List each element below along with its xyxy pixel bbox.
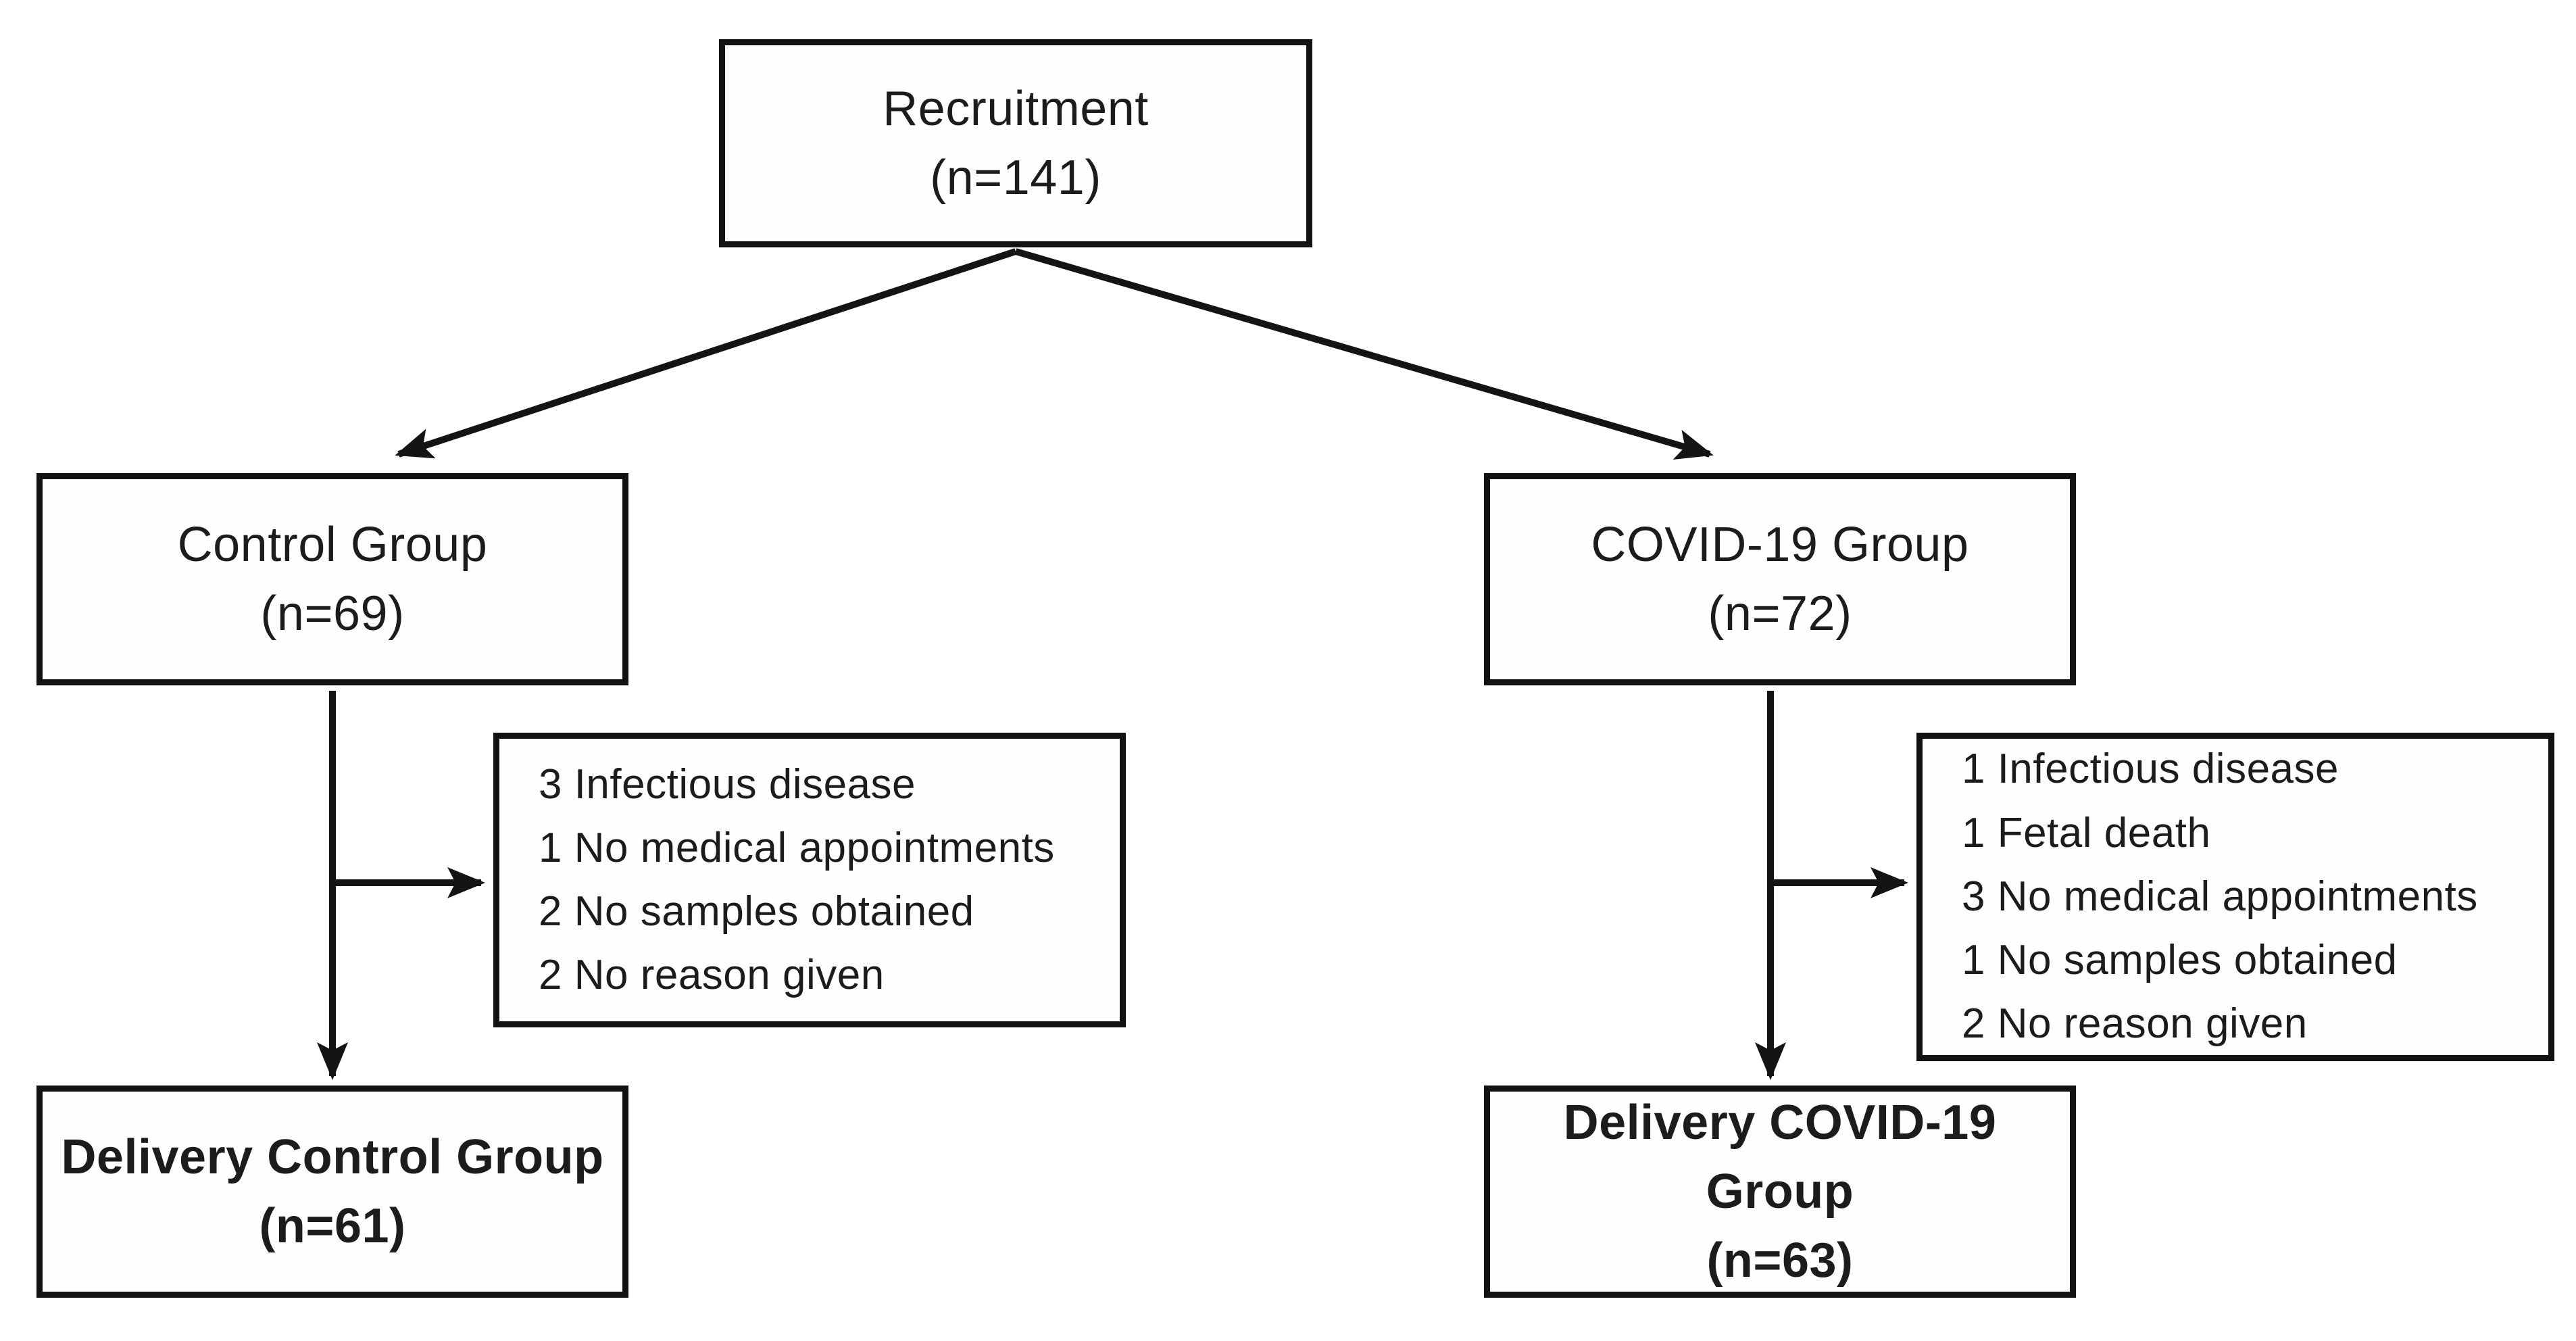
arrow-recruitment-to-covid xyxy=(1014,248,1714,460)
exclusion-item: 3 Infectious disease xyxy=(539,760,916,808)
exclusion-item: 1 Infectious disease xyxy=(1962,746,2339,793)
covid-exclusions-box: 1 Infectious disease 1 Fetal death 3 No … xyxy=(1916,733,2554,1061)
delivery-control-count: (n=61) xyxy=(259,1199,406,1253)
delivery-covid-count: (n=63) xyxy=(1706,1234,1854,1288)
covid-group-count: (n=72) xyxy=(1708,587,1852,641)
delivery-control-group-box: Delivery Control Group (n=61) xyxy=(36,1086,628,1298)
control-exclusions-box: 3 Infectious disease 1 No medical appoin… xyxy=(493,733,1126,1027)
delivery-control-label: Delivery Control Group xyxy=(61,1129,604,1184)
exclusion-item: 1 No medical appointments xyxy=(539,824,1055,871)
exclusion-item: 3 No medical appointments xyxy=(1962,873,2478,920)
recruitment-label: Recruitment xyxy=(883,81,1149,136)
recruitment-count: (n=141) xyxy=(930,151,1101,205)
control-group-box: Control Group (n=69) xyxy=(36,473,628,685)
arrow-recruitment-to-control xyxy=(395,248,1017,459)
covid-group-box: COVID-19 Group (n=72) xyxy=(1484,473,2076,685)
recruitment-box: Recruitment (n=141) xyxy=(719,39,1312,247)
delivery-covid-label: Delivery COVID-19 Group xyxy=(1563,1095,1997,1219)
exclusion-item: 2 No reason given xyxy=(539,952,885,999)
delivery-covid-group-box: Delivery COVID-19 Group (n=63) xyxy=(1484,1086,2076,1298)
control-group-label: Control Group xyxy=(177,517,488,572)
exclusion-item: 2 No reason given xyxy=(1962,1000,2308,1048)
covid-group-label: COVID-19 Group xyxy=(1591,517,1969,572)
exclusion-item: 2 No samples obtained xyxy=(539,888,974,935)
exclusion-item: 1 No samples obtained xyxy=(1962,937,2398,984)
control-group-count: (n=69) xyxy=(260,587,405,641)
exclusion-item: 1 Fetal death xyxy=(1962,809,2211,856)
